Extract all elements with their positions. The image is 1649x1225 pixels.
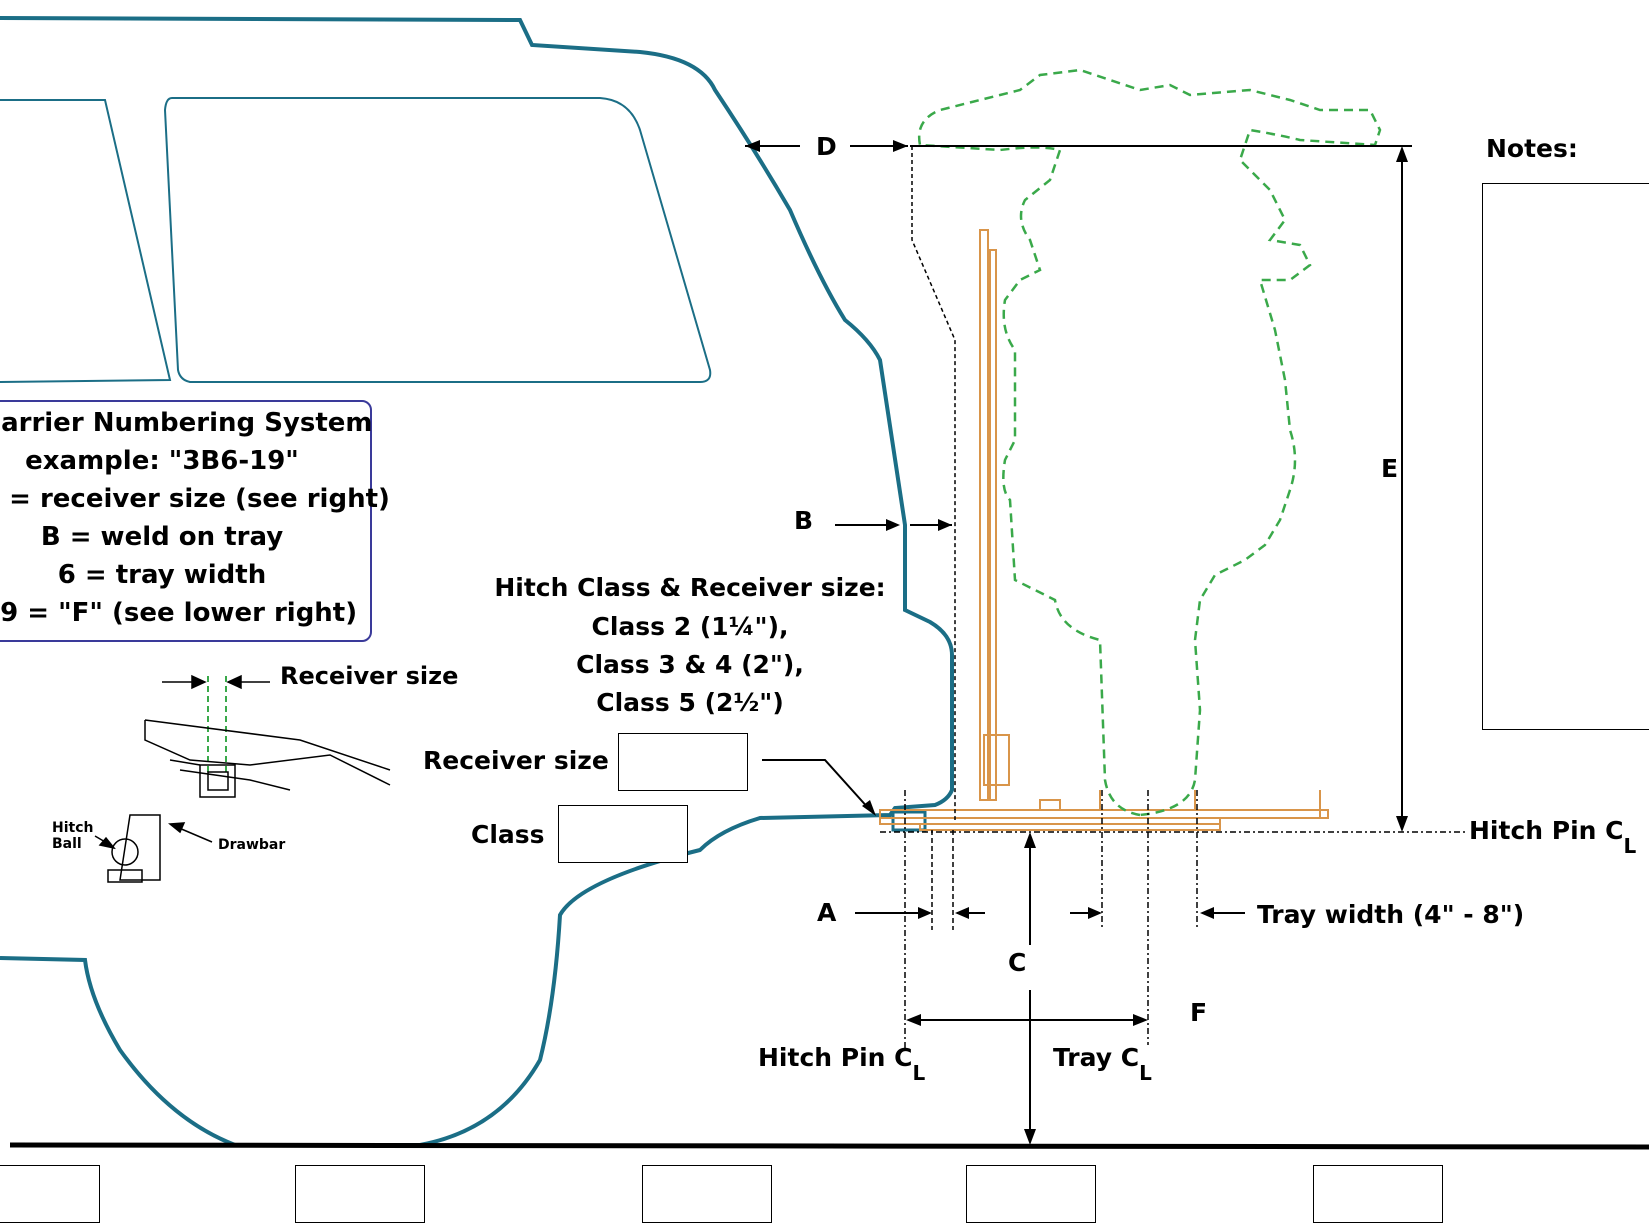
notes-input[interactable] xyxy=(1482,183,1649,730)
hitch-class-line-1: Class 2 (1¼"), xyxy=(591,612,789,641)
rear-window-1 xyxy=(0,99,172,383)
bottom-input-2[interactable] xyxy=(295,1165,425,1223)
info-line-1: Carrier Numbering System xyxy=(0,408,373,438)
cl-sub-bottom: L xyxy=(912,1061,926,1085)
hitch-class-line-3: Class 5 (2½") xyxy=(596,688,784,717)
body-profile-dotted xyxy=(911,146,956,820)
tray-width-label: Tray width (4" - 8") xyxy=(1257,900,1525,929)
hitch-ball-label: Hitch Ball xyxy=(52,820,94,852)
rear-window-2 xyxy=(163,97,712,383)
class-input[interactable] xyxy=(558,805,688,863)
dim-b-label: B xyxy=(794,506,814,535)
hitch-inset-illustration xyxy=(94,674,391,883)
info-line-2: example: "3B6-19" xyxy=(25,446,299,476)
class-field-label: Class xyxy=(471,820,545,849)
dim-c-label: C xyxy=(1008,948,1027,977)
receiver-size-input[interactable] xyxy=(618,733,748,791)
carrier-numbering-info-box: Carrier Numbering System example: "3B6-1… xyxy=(0,400,390,642)
dim-d-label: D xyxy=(816,132,837,161)
dim-a-label: A xyxy=(817,898,837,927)
info-line-5: 6 = tray width xyxy=(57,560,267,590)
hitch-class-title: Hitch Class & Receiver size: xyxy=(494,573,886,602)
info-line-4: B = weld on tray xyxy=(40,522,284,552)
hitch-class-line-2: Class 3 & 4 (2"), xyxy=(576,650,804,679)
plant-outline xyxy=(917,68,1382,817)
info-line-6: 19 = "F" (see lower right) xyxy=(0,598,358,628)
info-line-3: 3 = receiver size (see right) xyxy=(0,484,390,514)
bottom-input-3[interactable] xyxy=(642,1165,772,1223)
notes-label: Notes: xyxy=(1486,134,1578,163)
dim-e-label: E xyxy=(1381,454,1399,483)
ground-line xyxy=(9,1142,1649,1150)
cl-sub-right: L xyxy=(1623,834,1637,858)
cl-sub-tray: L xyxy=(1139,1061,1152,1085)
dim-f-label: F xyxy=(1190,998,1208,1027)
dim-d-arrow-right xyxy=(893,140,908,152)
dim-d-arrow-left xyxy=(745,140,760,152)
bottom-input-5[interactable] xyxy=(1313,1165,1443,1223)
bottom-input-4[interactable] xyxy=(966,1165,1096,1223)
bottom-input-1[interactable] xyxy=(0,1165,100,1223)
inset-receiver-size-label: Receiver size xyxy=(280,662,459,690)
drawbar-label: Drawbar xyxy=(218,837,286,853)
carrier xyxy=(879,229,1329,831)
receiver-size-field-label: Receiver size xyxy=(423,746,609,775)
